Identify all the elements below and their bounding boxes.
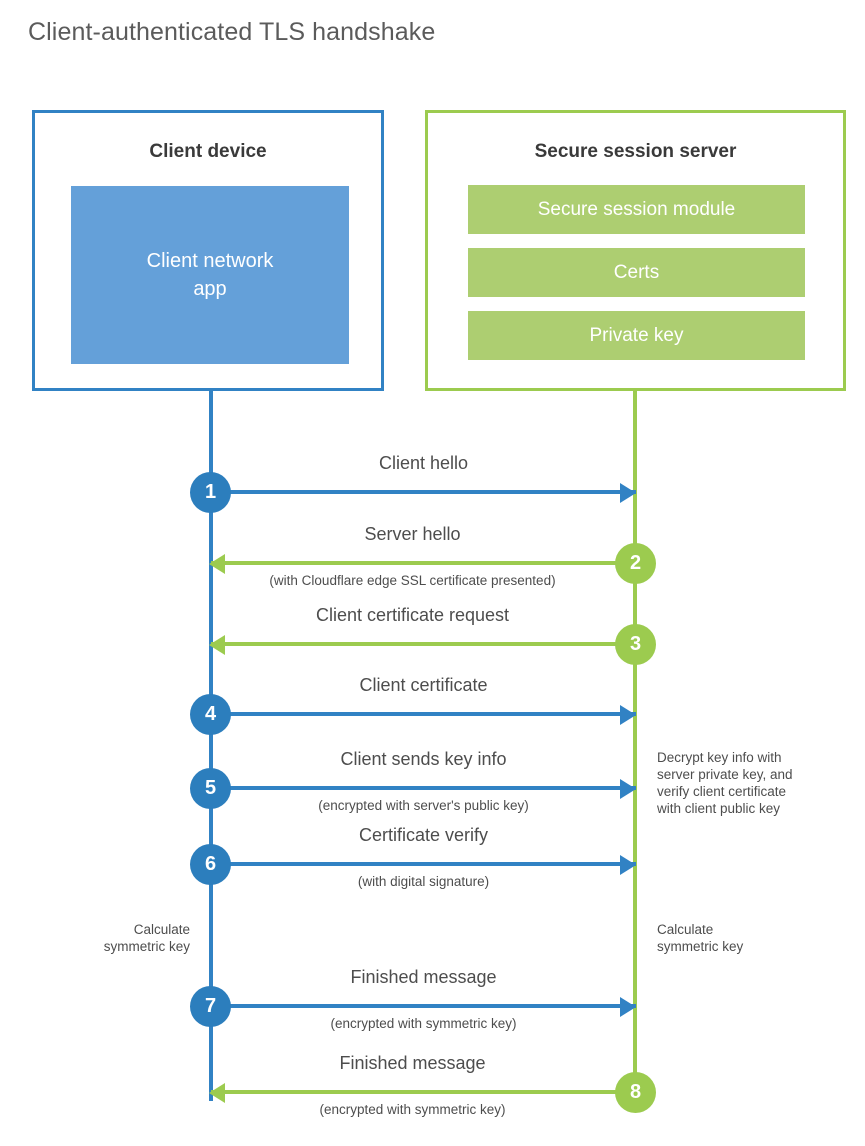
step-3-arrow-shaft [211, 642, 636, 646]
client-network-app-block: Client network app [71, 186, 349, 364]
step-1-label: Client hello [378, 453, 469, 473]
step-5-arrow-shaft [211, 786, 636, 790]
annotation-calculate-symmetric-key-server: Calculate symmetric key [657, 922, 744, 954]
step-8-arrow-head-left-icon [209, 1083, 225, 1103]
step-badge-8[interactable]: 8 [615, 1072, 656, 1113]
step-6-arrow-shaft [211, 862, 636, 866]
page-title: Client-authenticated TLS handshake [28, 18, 436, 46]
step-5-label: Client sends key info [340, 749, 507, 769]
secure-session-server-title: Secure session server [534, 141, 737, 162]
step-badge-7[interactable]: 7 [190, 986, 231, 1027]
step-8-label: Finished message [339, 1053, 486, 1073]
step-5-arrow-head-right-icon [620, 779, 636, 799]
server-component-secure-session-module: Secure session module [468, 185, 805, 234]
step-8-arrow-shaft [211, 1090, 636, 1094]
server-component-certs: Certs [468, 248, 805, 297]
step-7-arrow-head-right-icon [620, 997, 636, 1017]
step-6-sublabel: (with digital signature) [357, 874, 490, 889]
step-6-arrow-head-right-icon [620, 855, 636, 875]
step-1-arrow-shaft [211, 490, 636, 494]
step-2-sublabel: (with Cloudflare edge SSL certificate pr… [269, 573, 556, 588]
step-4-arrow-head-right-icon [620, 705, 636, 725]
client-device-box: Client device Client network app [32, 110, 384, 391]
step-7-sublabel: (encrypted with symmetric key) [330, 1016, 517, 1031]
step-5-sublabel: (encrypted with server's public key) [318, 798, 529, 813]
step-2-arrow-head-left-icon [209, 554, 225, 574]
client-lifeline [209, 391, 213, 1101]
step-badge-4[interactable]: 4 [190, 694, 231, 735]
step-1-arrow-head-right-icon [620, 483, 636, 503]
step-badge-5[interactable]: 5 [190, 768, 231, 809]
step-badge-3[interactable]: 3 [615, 624, 656, 665]
step-4-arrow-shaft [211, 712, 636, 716]
client-device-title: Client device [149, 141, 267, 162]
server-lifeline [633, 391, 637, 1092]
annotation-decrypt-key-info: Decrypt key info with server private key… [657, 750, 793, 816]
step-3-arrow-head-left-icon [209, 635, 225, 655]
step-7-label: Finished message [350, 967, 497, 987]
step-4-label: Client certificate [359, 675, 488, 695]
step-2-arrow-shaft [211, 561, 636, 565]
step-8-sublabel: (encrypted with symmetric key) [319, 1102, 506, 1117]
annotation-calculate-symmetric-key-client: Calculate symmetric key [103, 922, 190, 954]
step-2-label: Server hello [364, 524, 461, 544]
step-badge-2[interactable]: 2 [615, 543, 656, 584]
step-7-arrow-shaft [211, 1004, 636, 1008]
server-component-private-key: Private key [468, 311, 805, 360]
step-6-label: Certificate verify [358, 825, 489, 845]
step-badge-1[interactable]: 1 [190, 472, 231, 513]
secure-session-server-box: Secure session server Secure session mod… [425, 110, 846, 391]
step-3-label: Client certificate request [315, 605, 510, 625]
step-badge-6[interactable]: 6 [190, 844, 231, 885]
